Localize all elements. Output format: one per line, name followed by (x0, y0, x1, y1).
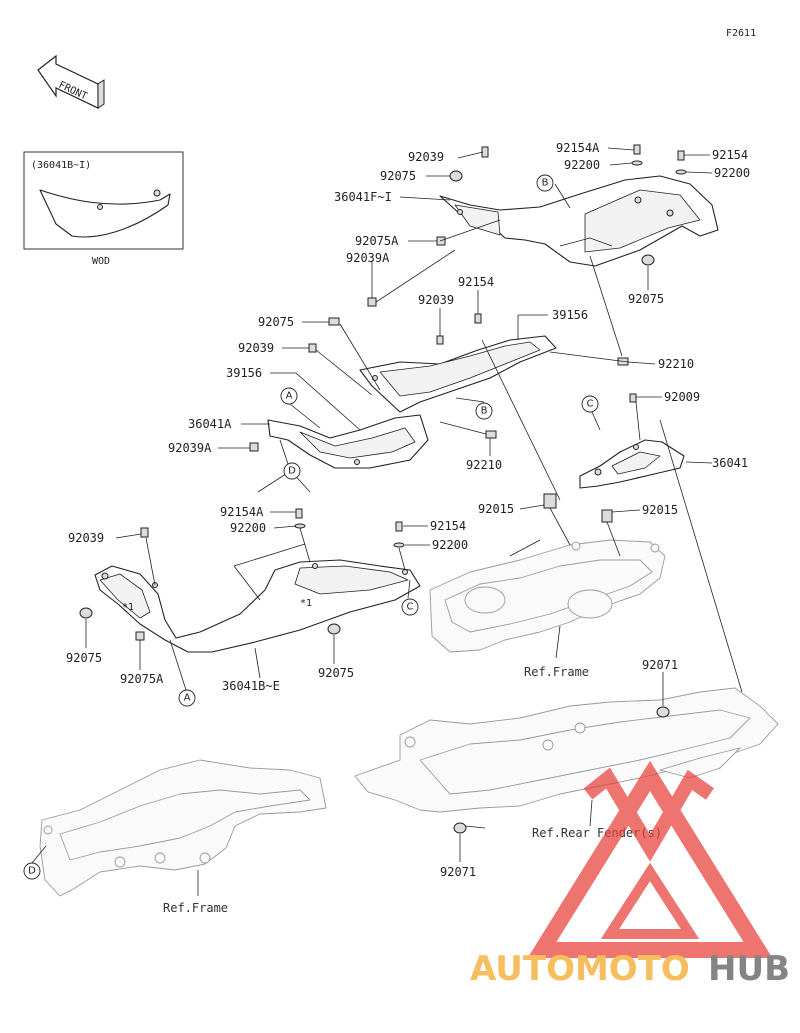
ref-circle-b-mid: B (475, 402, 493, 420)
ref-letter: C (407, 602, 414, 613)
part-label: 92075 (258, 315, 294, 329)
part-label: 92015 (642, 503, 678, 517)
ref-circle-d-mid: D (283, 462, 301, 480)
part-label: 39156 (552, 308, 588, 322)
ref-letter: B (481, 406, 488, 417)
part-label: 92154 (712, 148, 748, 162)
part-label: 92200 (432, 538, 468, 552)
part-label: 92039 (418, 293, 454, 307)
ref-letter: A (184, 693, 191, 704)
part-label: 92154A (220, 505, 264, 519)
leader-lines (31, 147, 743, 896)
part-label: 36041 (712, 456, 748, 470)
part-label: 92039 (408, 150, 444, 164)
ref-circle-b-top: B (536, 174, 554, 192)
inset-caption: (36041B~I) (31, 160, 91, 171)
part-label: 92210 (466, 458, 502, 472)
part-label: 92039A (168, 441, 212, 455)
part-label: 92015 (478, 502, 514, 516)
part-label: 92075 (66, 651, 102, 665)
part-label: 92200 (564, 158, 600, 172)
ref-rear-fender-label: Ref.Rear Fender(s) (532, 826, 662, 840)
part-label: 36041F~I (334, 190, 392, 204)
ref-circle-c-low: C (401, 598, 419, 616)
part-label: 36041A (188, 417, 232, 431)
part-label: 92075 (628, 292, 664, 306)
part-label: 92154 (430, 519, 466, 533)
figure-id: F2611 (726, 28, 756, 39)
inset-box: (36041B~I) WOD (23, 151, 184, 267)
seat-cover-36041F (439, 175, 719, 267)
ref-letter: D (288, 466, 296, 477)
logo-text-b: HUB (708, 949, 790, 989)
ref-frame-label-mid: Ref.Frame (524, 665, 589, 679)
note-mark: *1 (122, 602, 134, 613)
part-label: 92075 (380, 169, 416, 183)
ref-circle-d-low: D (23, 862, 41, 880)
cover-36041B (94, 559, 421, 653)
part-label: 92210 (658, 357, 694, 371)
ref-circle-c-right: C (581, 395, 599, 413)
ref-frame-mid-part (429, 539, 666, 653)
note-mark: *1 (300, 598, 312, 609)
part-label: 92039 (68, 531, 104, 545)
ref-letter: A (286, 391, 293, 402)
ref-letter: B (542, 178, 549, 189)
inset-note: WOD (92, 256, 110, 267)
inset-cover-part (39, 189, 171, 238)
ref-circle-a-low: A (178, 689, 196, 707)
part-label: 92154A (556, 141, 600, 155)
automotohub-logo: AUTOMOTO HUB (470, 760, 790, 989)
ref-rear-fender-part (354, 687, 779, 813)
front-arrow-icon: FRONT (37, 54, 105, 109)
part-label: 92075 (318, 666, 354, 680)
part-labels: 92039 92075 36041F~I 92075A 92039A 92154… (66, 141, 750, 879)
part-label: 92075A (355, 234, 399, 248)
part-label: 92039 (238, 341, 274, 355)
cover-36041A (267, 414, 429, 469)
part-label: 92154 (458, 275, 494, 289)
part-label: 92009 (664, 390, 700, 404)
part-label: 92071 (440, 865, 476, 879)
logo-text-a: AUTOMOTO (470, 949, 690, 989)
cover-36041 (579, 439, 685, 489)
ref-frame-label-low: Ref.Frame (163, 901, 228, 915)
middle-cover-39156 (359, 335, 557, 413)
ref-circle-a-mid: A (280, 387, 298, 405)
ref-letter: C (587, 399, 594, 410)
ref-frame-low-part (39, 759, 327, 897)
part-label: 92200 (714, 166, 750, 180)
part-label: 92039A (346, 251, 390, 265)
part-label: 36041B~E (222, 679, 280, 693)
part-label: 92071 (642, 658, 678, 672)
part-label: 92200 (230, 521, 266, 535)
part-label: 92075A (120, 672, 164, 686)
part-label: 39156 (226, 366, 262, 380)
ref-letter: D (28, 866, 36, 877)
